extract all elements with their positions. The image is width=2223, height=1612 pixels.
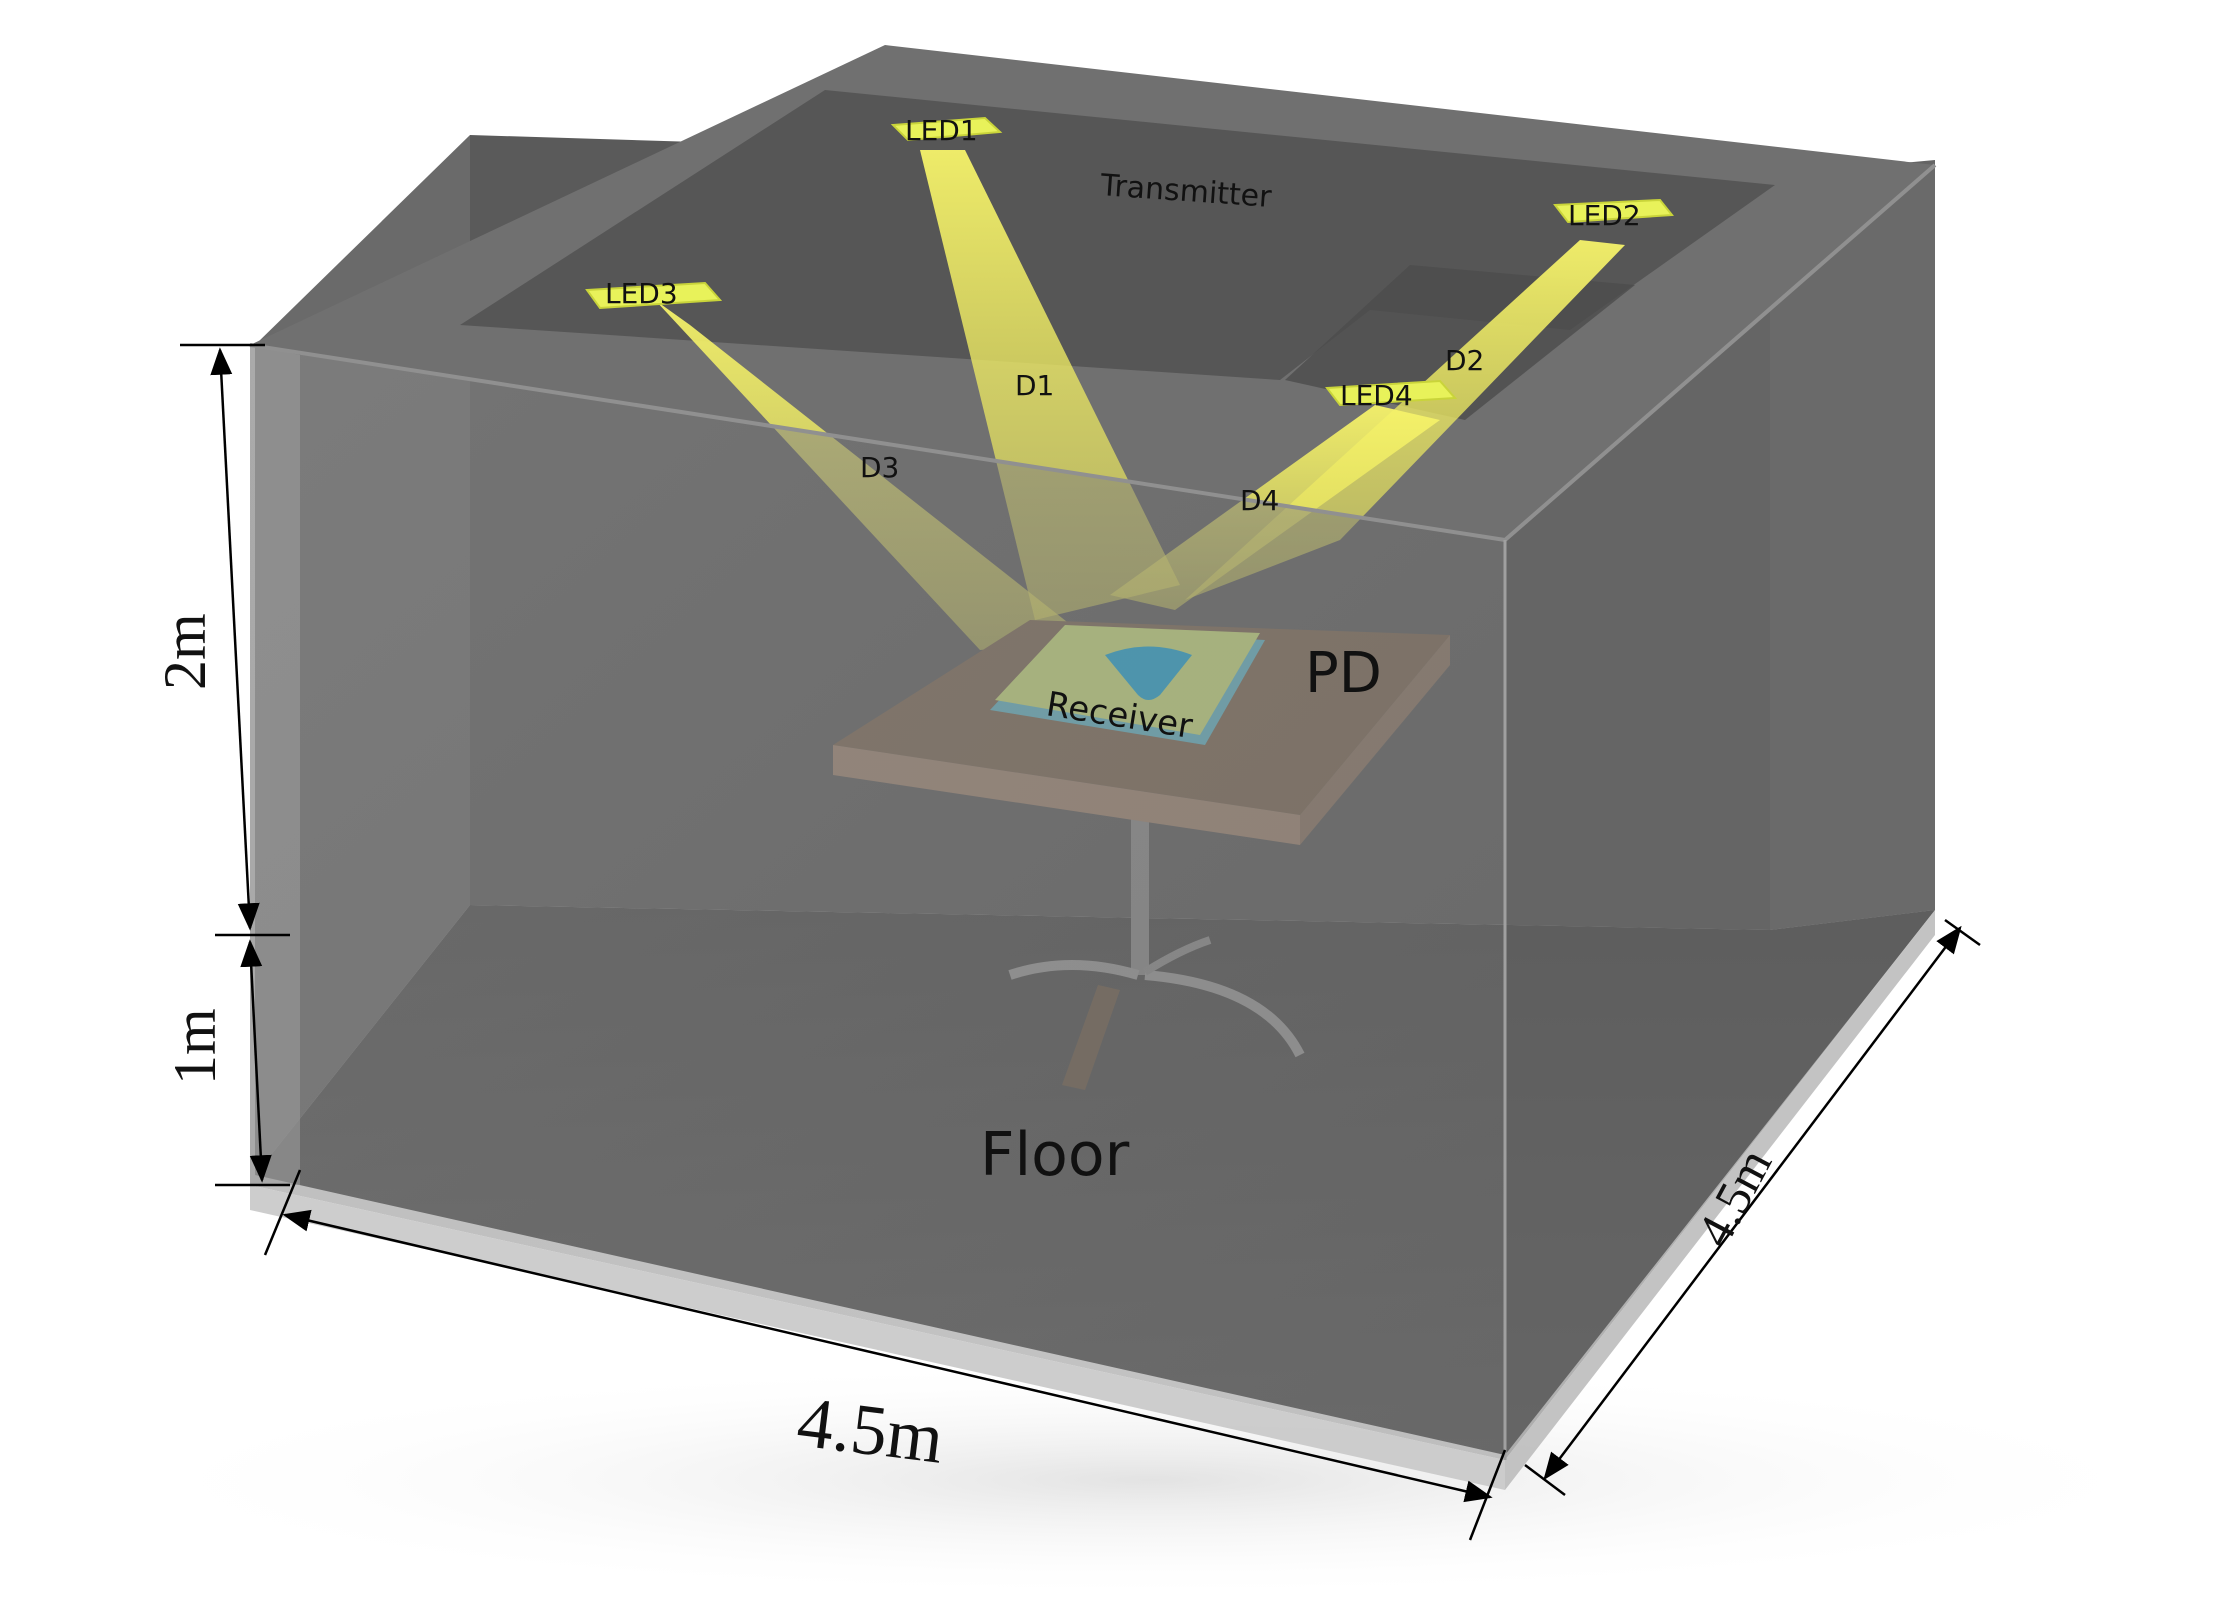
d3-label: D3	[860, 451, 899, 484]
led4-label: LED4	[1340, 379, 1413, 412]
dim-width	[282, 1209, 1493, 1503]
dimension-lines	[180, 343, 1981, 1541]
front-glass-wall	[250, 345, 1505, 1460]
dim-lower-height	[240, 939, 272, 1183]
dim-width-label: 4.5m	[793, 1381, 948, 1478]
d2-label: D2	[1445, 344, 1484, 377]
dim-upper-height-label: 2m	[152, 613, 218, 690]
led1-fixture	[890, 116, 1003, 142]
dim-upper-height	[210, 347, 260, 931]
floor-label: Floor	[980, 1120, 1130, 1190]
d4-label: D4	[1240, 484, 1279, 517]
led2-fixture	[1553, 198, 1674, 224]
led4-fixture	[1325, 379, 1458, 407]
led2-label: LED2	[1568, 199, 1641, 232]
led1-label: LED1	[905, 114, 978, 147]
dim-tick-depth-back	[1944, 918, 1981, 947]
led3-fixture	[585, 281, 723, 310]
led-group	[585, 116, 1674, 407]
d1-label: D1	[1015, 369, 1054, 402]
pd-label: PD	[1305, 641, 1382, 706]
dim-lower-height-label: 1m	[162, 1008, 228, 1085]
dim-depth	[1543, 925, 1962, 1481]
led3-label: LED3	[605, 277, 678, 310]
